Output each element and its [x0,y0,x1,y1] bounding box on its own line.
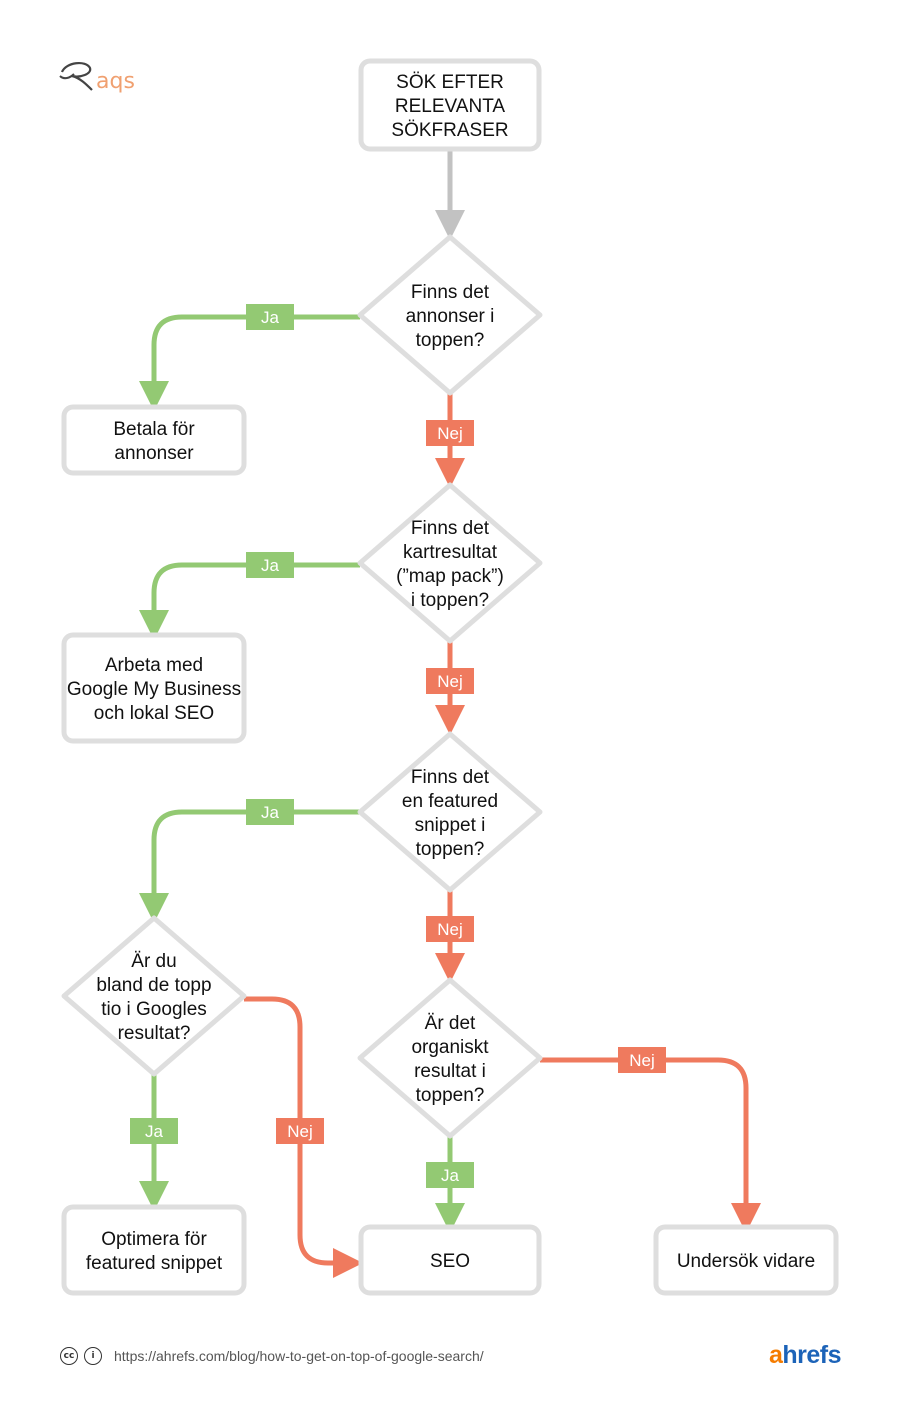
node-seo: SEO [358,1224,542,1296]
edge-label-badge [618,1047,666,1073]
node-text-line: Arbeta med [105,655,203,676]
node-text-line: featured snippet [86,1253,223,1274]
node-text-line: Finns det [411,767,490,788]
edge-label-text: Nej [437,920,463,939]
node-text-line: och lokal SEO [94,703,214,724]
node-text-line: RELEVANTA [395,96,505,117]
node-text-line: resultat i [414,1061,486,1082]
cc-icon: cc [60,1347,78,1365]
decision-diamond [357,234,543,396]
node-text-line: bland de topp [96,975,211,996]
node-q-map: Finns det kartresultat (”map pack”) i toppe… [357,482,543,644]
process-box [61,404,247,476]
edge-label-text: Ja [261,308,280,327]
edge-label-no: Nej [426,420,474,446]
connector-q-map-to-gmb [139,562,360,640]
node-text-line: Optimera för [101,1229,207,1250]
raqs-logo: aqs [58,58,158,98]
node-q-snippet: Finns det en featured snippet i toppen? [357,731,543,893]
ahrefs-logo-a: a [768,1341,783,1369]
ahrefs-logo: ahrefs [768,1341,842,1370]
node-text-line: Är det [425,1013,476,1034]
source-url[interactable]: https://ahrefs.com/blog/how-to-get-on-to… [114,1348,484,1364]
edge-label-text: Nej [437,424,463,443]
edge-label-no: Nej [276,1118,324,1144]
node-q-organic: Är det organiskt resultat i toppen? [357,977,543,1139]
edge-label-yes: Ja [130,1118,178,1144]
process-box [61,632,247,744]
footer: cc i https://ahrefs.com/blog/how-to-get-… [60,1341,845,1371]
node-text-line: toppen? [416,330,485,351]
raqs-logo-mark: aqs [59,62,135,94]
node-pay-ads: Betala för annonser [61,404,247,476]
node-text-line: annonser i [406,306,495,327]
node-q-top10: Är du bland de topp tio i Googles resultat? [61,915,247,1077]
process-box [358,1224,542,1296]
node-text-line: Google My Business [67,679,241,700]
edge-label-badge [130,1118,178,1144]
edge-label-no: Nej [618,1047,666,1073]
node-text-line: organiskt [411,1037,489,1058]
edge-label-text: Ja [261,556,280,575]
process-box [653,1224,839,1296]
node-start: SÖK EFTER RELEVANTA SÖKFRASER [358,58,542,152]
attribution-icon: i [84,1347,102,1365]
node-text-line: en featured [402,791,498,812]
edge-label-text: Nej [287,1122,313,1141]
node-text-line: toppen? [416,1085,485,1106]
edge-label-badge [246,552,294,578]
edge-label-yes: Ja [246,799,294,825]
node-opt-snippet: Optimera för featured snippet [61,1204,247,1296]
edge-label-badge [426,420,474,446]
license-icons: cc i [60,1347,102,1365]
node-text-line: annonser [114,443,194,464]
decision-diamond [357,731,543,893]
node-text-line: Betala för [113,419,195,440]
process-box [358,58,542,152]
edge-label-badge [426,916,474,942]
node-text-line: kartresultat [403,542,498,563]
decision-diamond [357,482,543,644]
node-investigate: Undersök vidare [653,1224,839,1296]
node-text-line: i toppen? [411,590,489,611]
edge-label-yes: Ja [426,1162,474,1188]
node-text-line: (”map pack”) [396,566,504,587]
edge-label-text: Ja [441,1166,460,1185]
edge-label-badge [276,1118,324,1144]
ahrefs-logo-rest: hrefs [782,1341,841,1369]
node-text-line: toppen? [416,839,485,860]
edge-label-text: Nej [437,672,463,691]
edge-label-no: Nej [426,916,474,942]
edge-label-no: Nej [426,668,474,694]
decision-diamond [357,977,543,1139]
connector-q-snippet-to-q-top10 [139,809,360,923]
edge-label-text: Ja [261,803,280,822]
node-text-line: SÖK EFTER [396,72,504,93]
node-text-line: SEO [430,1251,470,1272]
edge-label-badge [246,304,294,330]
node-text-line: resultat? [118,1023,191,1044]
node-q-ads: Finns det annonser i toppen? [357,234,543,396]
decision-diamond [61,915,247,1077]
edge-label-badge [426,1162,474,1188]
svg-text:aqs: aqs [96,69,135,94]
node-text-line: snippet i [415,815,486,836]
node-text-line: Undersök vidare [677,1251,815,1272]
process-box [61,1204,247,1296]
edge-label-text: Nej [629,1051,655,1070]
node-text-line: Finns det [411,518,490,539]
edge-label-yes: Ja [246,552,294,578]
edge-label-text: Ja [145,1122,164,1141]
node-text-line: SÖKFRASER [391,120,508,141]
connector-q-ads-to-pay-ads [139,314,360,411]
connector-q-organic-to-investigate [540,1057,761,1233]
edge-label-yes: Ja [246,304,294,330]
node-text-line: Finns det [411,282,490,303]
edge-label-badge [246,799,294,825]
edge-label-badge [426,668,474,694]
node-text-line: tio i Googles [101,999,207,1020]
node-text-line: Är du [131,951,176,972]
